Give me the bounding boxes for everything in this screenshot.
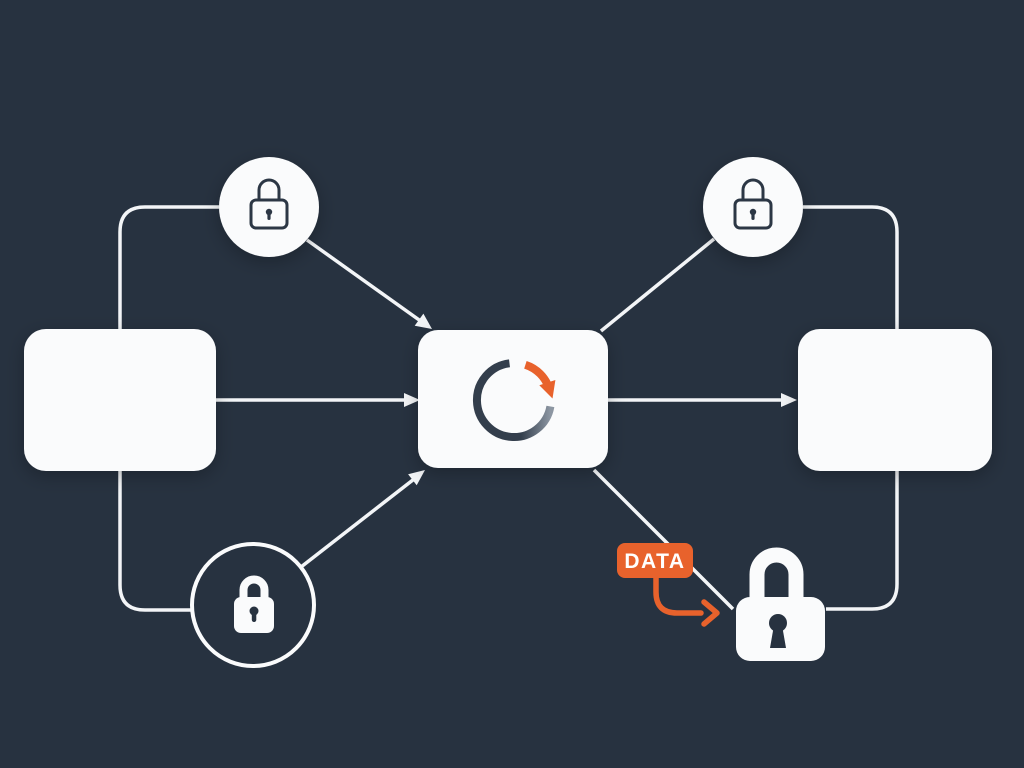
connector-bottomlock-to-process xyxy=(299,474,420,569)
connectors xyxy=(118,205,899,612)
connector-toplock-to-process xyxy=(305,238,424,324)
encryption-node-top-right xyxy=(703,157,803,257)
lock-icon-bottom-right xyxy=(736,547,825,661)
connector-toprightlock-to-rightbox xyxy=(803,205,899,329)
connector-process-to-toprightlock xyxy=(599,237,716,333)
lock-keyhole-stem xyxy=(770,628,786,648)
arrowhead-into-process-bottomleft xyxy=(408,470,425,486)
arrowhead-into-process-left xyxy=(404,393,420,407)
sync-arrowhead xyxy=(539,380,556,399)
destination-box xyxy=(798,329,992,471)
lock-shackle xyxy=(749,547,804,597)
connector-bottomrightlock-to-rightbox xyxy=(826,471,899,611)
lock-icon xyxy=(234,575,274,633)
connector-leftbox-to-bottomlock xyxy=(118,471,192,612)
connector-process-to-bottomrightlock xyxy=(592,468,735,611)
data-badge-label: DATA xyxy=(624,550,685,573)
data-arrow-shaft xyxy=(653,573,704,616)
lock-keyhole xyxy=(769,614,787,632)
lock-ring xyxy=(190,542,316,668)
sync-icon xyxy=(472,359,556,441)
arrowhead-into-process-topleft xyxy=(414,313,432,329)
lock-circle xyxy=(703,157,803,257)
data-arrowhead xyxy=(701,599,720,627)
process-box xyxy=(418,330,608,468)
data-flow-annotation: DATA xyxy=(617,543,720,627)
lock-shackle xyxy=(239,575,269,598)
data-badge xyxy=(617,543,693,578)
lock-keyhole-stem xyxy=(251,612,257,622)
encryption-node-top-left xyxy=(219,157,319,257)
source-box xyxy=(24,329,216,471)
encryption-node-bottom-left xyxy=(190,542,316,668)
connector-leftbox-to-toplock xyxy=(118,205,219,329)
arrowhead-into-rightbox xyxy=(781,393,797,407)
lock-circle xyxy=(219,157,319,257)
lock-keyhole xyxy=(249,606,259,616)
sync-arc-dark xyxy=(472,359,555,441)
